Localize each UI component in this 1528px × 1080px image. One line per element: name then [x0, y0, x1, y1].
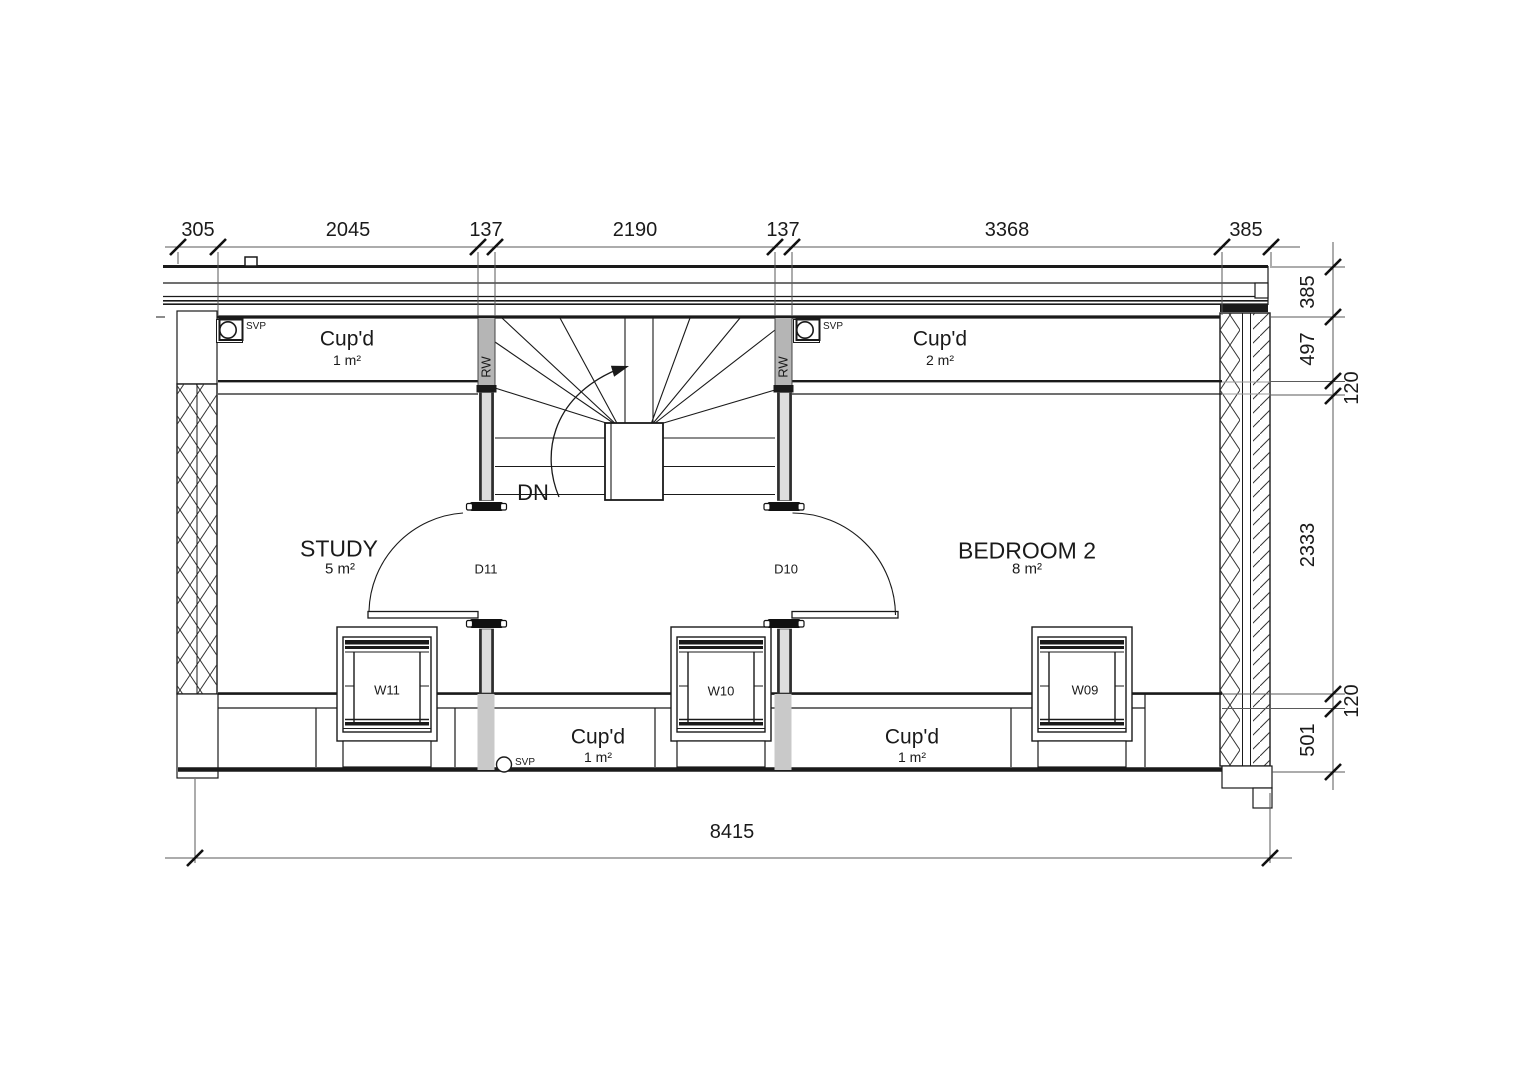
stair-treads: [495, 318, 775, 496]
roof-step-right: [1254, 282, 1269, 299]
right-wall-bottom-step: [1252, 787, 1273, 809]
svp-label-top-right: SVP: [823, 321, 844, 332]
dim-top-2: 2045: [325, 219, 371, 241]
dim-top-4: 2190: [612, 219, 658, 241]
left-wall-top-pier: [176, 310, 218, 385]
dim-right-4: 2333: [1297, 522, 1319, 568]
room-study-area: 5 m²: [325, 560, 355, 578]
stair-newel: [604, 422, 664, 501]
pocket-end-caps: [465, 502, 805, 628]
dim-top-6: 3368: [984, 219, 1030, 241]
wall-tag-rw-right: RW: [775, 356, 791, 378]
window-tag-w09: W09: [1071, 682, 1099, 698]
dim-right-6: 501: [1297, 723, 1319, 757]
svp-markers: [216, 318, 821, 773]
door-d10-stop-wall: [791, 610, 899, 619]
window-unit-w09: [1031, 626, 1133, 768]
winder-rays: [494, 317, 776, 428]
room-cupd-top-left-name: Cup'd: [319, 327, 375, 351]
dimension-ticks: [169, 238, 1342, 867]
window-unit-w10: [670, 626, 772, 768]
window-tag-w11: W11: [374, 682, 400, 698]
roof-edge-lines: [156, 256, 1269, 318]
landing-walls: [367, 512, 899, 619]
room-bedroom2-name: BEDROOM 2: [957, 537, 1097, 564]
roof-notch: [244, 256, 258, 267]
dim-top-5: 137: [766, 219, 800, 241]
door-tag-d11: D11: [474, 561, 498, 577]
dim-top-3: 137: [469, 219, 503, 241]
left-wall-hatched: [176, 383, 218, 695]
door-d11-stop-wall: [367, 610, 479, 619]
dim-right-5: 120: [1341, 684, 1363, 718]
left-wall-bottom-pier: [176, 693, 219, 779]
dim-right-2: 497: [1297, 332, 1319, 366]
cupboard-top-wall: [218, 380, 1270, 395]
dim-right-3: 120: [1341, 371, 1363, 405]
room-cupd-top-right-area: 2 m²: [926, 352, 954, 368]
svp-pipe-bottom: [495, 756, 513, 773]
rw-wall-left: [478, 318, 495, 385]
svp-pipe-top-right: [795, 320, 814, 339]
dim-bottom: 8415: [709, 821, 755, 843]
dim-top-7: 385: [1229, 219, 1263, 241]
right-wall-hatched: [1219, 305, 1271, 767]
room-cupd-bottom-right-name: Cup'd: [884, 725, 940, 749]
window-unit-w11: [336, 626, 438, 768]
stairwell-partitions: [465, 318, 805, 770]
wall-column-left: [477, 694, 495, 770]
dim-top-1: 305: [181, 219, 215, 241]
room-cupd-bottom-left-area: 1 m²: [584, 749, 612, 765]
right-wall-bottom-pier: [1221, 765, 1273, 789]
stair-direction-arc: [550, 369, 617, 498]
svp-label-bottom: SVP: [515, 757, 536, 768]
door-d10-swing-arc: [792, 512, 897, 616]
staircase: [494, 317, 776, 501]
dim-right-1: 385: [1297, 275, 1319, 309]
stair-direction-arrowhead: [610, 365, 629, 377]
room-cupd-top-left-area: 1 m²: [333, 352, 361, 368]
door-tag-d10: D10: [774, 561, 798, 577]
dimension-lines: [165, 242, 1345, 863]
room-bedroom2-area: 8 m²: [1012, 560, 1042, 578]
room-study-name: STUDY: [300, 535, 378, 562]
room-cupd-top-right-name: Cup'd: [912, 327, 968, 351]
external-walls: [176, 305, 1273, 809]
wall-tag-rw-left: RW: [478, 356, 494, 378]
door-d11-swing-arc: [368, 512, 464, 612]
rw-wall-right: [775, 318, 792, 385]
window-tag-w10: W10: [707, 683, 735, 699]
svp-label-top-left: SVP: [246, 321, 267, 332]
svp-pipe-top-left: [219, 320, 238, 339]
wall-column-right: [774, 694, 792, 770]
stair-down-label: DN: [517, 480, 549, 505]
room-cupd-bottom-right-area: 1 m²: [898, 749, 926, 765]
room-cupd-bottom-left-name: Cup'd: [570, 725, 626, 749]
